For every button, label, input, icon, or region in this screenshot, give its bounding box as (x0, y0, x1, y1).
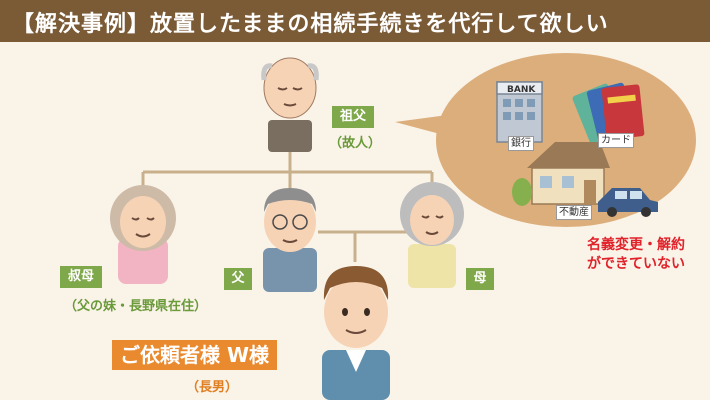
father-label: 父 (224, 268, 252, 290)
aunt-note: （父の妹・長野県在住） (64, 299, 208, 314)
father-figure (263, 188, 317, 292)
status-line-2: ができていない (587, 256, 685, 272)
tree-lines (141, 150, 434, 262)
grandfather-label: 祖父 (332, 106, 374, 128)
credit-cards-icon (572, 82, 645, 145)
client-figure (322, 266, 390, 400)
mother-label: 母 (466, 268, 494, 290)
page-title: 【解決事例】放置したままの相続手続きを代行して欲しい (12, 12, 609, 37)
aunt-label: 叔母 (60, 266, 102, 288)
client-note: （長男） (186, 380, 239, 395)
header-bar: 【解決事例】放置したままの相続手続きを代行して欲しい (0, 0, 710, 42)
car-icon (598, 188, 658, 217)
bank-label: 銀行 (508, 136, 534, 151)
mother-figure (400, 182, 464, 288)
bank-sign: BANK (507, 85, 536, 95)
status-note: 名義変更・解約 ができていない (574, 236, 698, 274)
card-label: カード (598, 133, 634, 148)
grandfather-figure (261, 57, 319, 152)
aunt-figure (110, 185, 176, 284)
grandfather-note: （故人） (329, 136, 382, 151)
bank-building-icon (496, 81, 543, 143)
house-label: 不動産 (556, 205, 592, 220)
status-line-1: 名義変更・解約 (587, 237, 685, 253)
client-label: ご依頼者様 W様 (112, 340, 278, 370)
house-icon (512, 142, 610, 206)
